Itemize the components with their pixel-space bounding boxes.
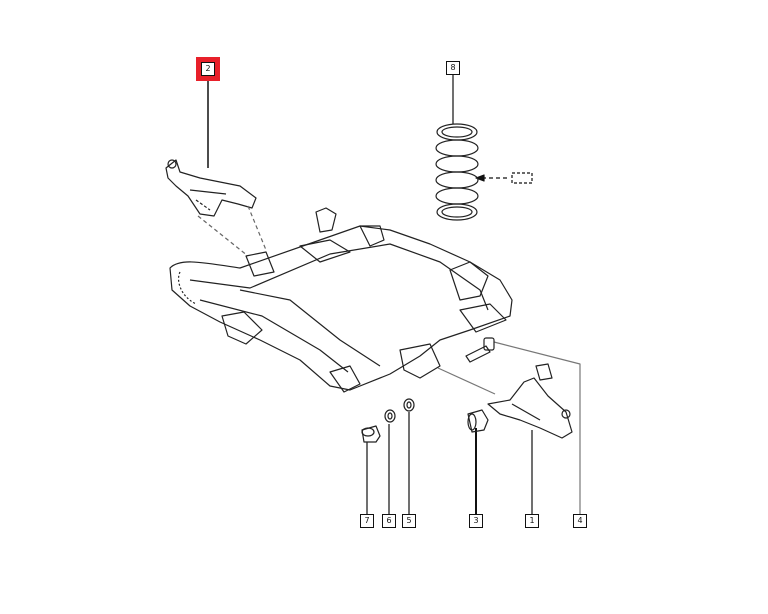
part-callout-4[interactable]: 4 <box>573 514 587 528</box>
bushing-3 <box>467 409 489 433</box>
leader-lines <box>207 74 581 514</box>
part-callout-2[interactable]: 2 <box>201 62 215 76</box>
part-callout-5[interactable]: 5 <box>402 514 416 528</box>
subframe <box>169 207 513 393</box>
coil-spring <box>435 123 479 221</box>
part-callout-3[interactable]: 3 <box>469 514 483 528</box>
bolt <box>465 337 495 363</box>
bushing-7 <box>361 425 381 443</box>
nut-5 <box>403 398 415 412</box>
part-callout-1[interactable]: 1 <box>525 514 539 528</box>
upper-wishbone <box>165 159 267 257</box>
washer-6 <box>384 409 396 423</box>
part-callout-6[interactable]: 6 <box>382 514 396 528</box>
lower-wishbone <box>487 363 573 439</box>
part-callout-8[interactable]: 8 <box>446 61 460 75</box>
part-callout-7[interactable]: 7 <box>360 514 374 528</box>
